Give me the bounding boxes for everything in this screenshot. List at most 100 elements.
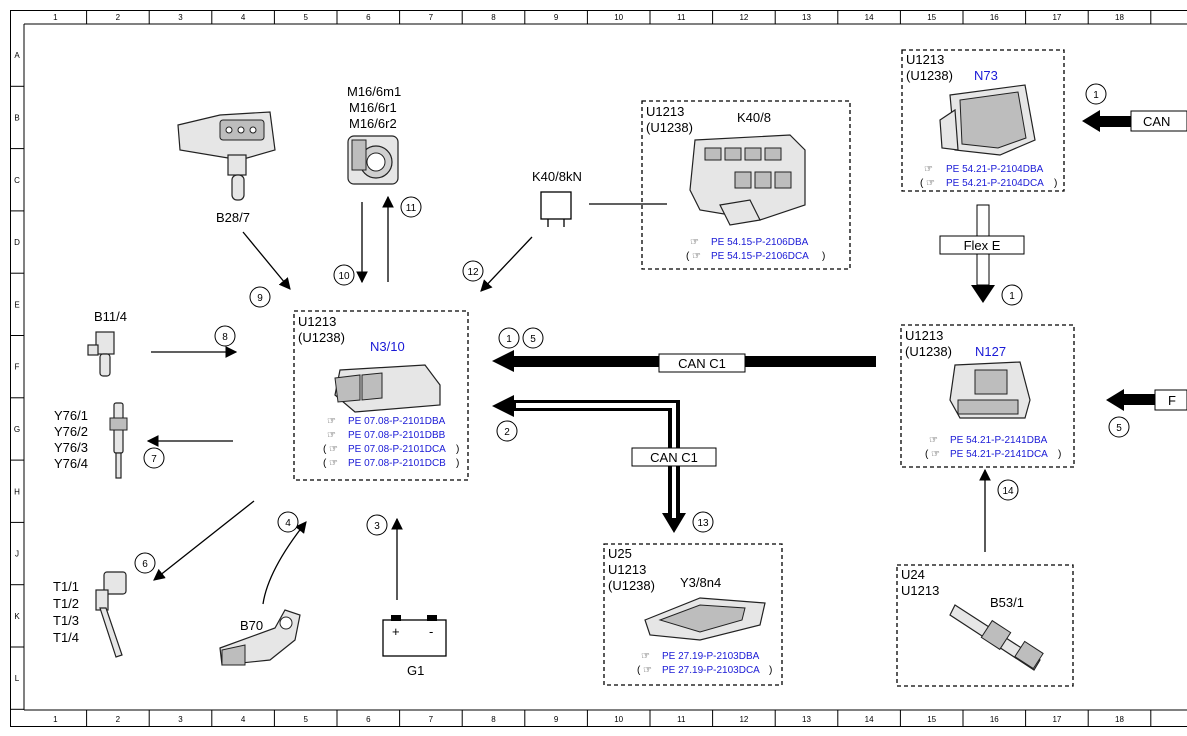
pointer-icon: ☞ (327, 416, 336, 427)
svg-text:): ) (456, 458, 459, 469)
row-label: H (14, 487, 20, 496)
k40-line-1: U1213 (646, 104, 684, 119)
y3-ref-1[interactable]: ☞ PE 27.19-P-2103DBA (641, 651, 760, 662)
sensor-b28-7[interactable]: B28/7 (177, 111, 276, 225)
column-label: 4 (241, 715, 246, 724)
k40-ref-2[interactable]: ( ☞ PE 54.15-P-2106DCA ) (686, 251, 825, 262)
relay-k40-8kn[interactable]: K40/8kN (532, 169, 667, 227)
component-b53-1[interactable]: U24 U1213 B53/1 (896, 564, 1074, 687)
marker-5-n3: 5 (522, 327, 544, 349)
column-label: 15 (927, 715, 936, 724)
svg-text:PE 07.08-P-2101DCA: PE 07.08-P-2101DCA (348, 444, 446, 455)
battery-minus: - (429, 624, 433, 639)
n73-line-1: U1213 (906, 52, 944, 67)
svg-text:7: 7 (151, 454, 157, 465)
can-c1-bottom-bus: CAN C1 (492, 395, 717, 533)
svg-text:(: ( (323, 444, 327, 455)
column-label: 10 (614, 715, 623, 724)
column-label: 10 (614, 13, 623, 22)
row-label: F (15, 363, 20, 372)
pointer-icon: ☞ (924, 164, 933, 175)
column-label: 1 (53, 715, 58, 724)
marker-13: 13 (692, 511, 714, 533)
column-label: 16 (990, 715, 999, 724)
ignition-coils-t1[interactable]: T1/1 T1/2 T1/3 T1/4 (53, 571, 127, 658)
column-label: 1 (53, 13, 58, 22)
column-label: 5 (303, 13, 308, 22)
svg-text:T1/3: T1/3 (53, 613, 79, 628)
sensor-b70[interactable]: B70 (219, 609, 301, 666)
svg-text:PE 54.15-P-2106DCA: PE 54.15-P-2106DCA (711, 251, 809, 262)
column-label: 6 (366, 715, 371, 724)
marker-2: 2 (496, 420, 518, 442)
battery-g1[interactable]: + - G1 (382, 615, 447, 678)
flex-e-label: Flex E (964, 238, 1001, 253)
column-label: 11 (677, 13, 686, 22)
n3-ref-1[interactable]: ☞ PE 07.08-P-2101DBA (327, 416, 446, 427)
marker-7: 7 (143, 447, 165, 469)
svg-text:): ) (769, 665, 772, 676)
column-label: 15 (927, 13, 936, 22)
svg-text:5: 5 (1116, 423, 1122, 434)
pointer-icon: ☞ (329, 444, 338, 455)
svg-text:(: ( (686, 251, 690, 262)
svg-text:Y76/3: Y76/3 (54, 440, 88, 455)
svg-text:M16/6r2: M16/6r2 (349, 116, 397, 131)
svg-text:PE 07.08-P-2101DBB: PE 07.08-P-2101DBB (348, 430, 446, 441)
row-label: L (15, 674, 20, 683)
pointer-icon: ☞ (692, 251, 701, 262)
component-n127[interactable]: U1213 (U1238) N127 ☞ PE 54.21-P-2141DBA … (900, 324, 1075, 468)
pointer-icon: ☞ (926, 178, 935, 189)
column-label: 14 (865, 715, 874, 724)
k40-8kn-label: K40/8kN (532, 169, 582, 184)
svg-text:Y76/4: Y76/4 (54, 456, 88, 471)
svg-text:Y76/2: Y76/2 (54, 424, 88, 439)
component-y3-8n4[interactable]: U25 U1213 (U1238) Y3/8n4 ☞ PE 27.19-P-21… (603, 543, 783, 686)
component-k40-8[interactable]: U1213 (U1238) K40/8 ☞ PE 54.15-P-2106DBA… (641, 100, 851, 270)
n3-ref-2[interactable]: ☞ PE 07.08-P-2101DBB (327, 430, 446, 441)
n73-ref-2[interactable]: ( ☞ PE 54.21-P-2104DCA ) (920, 178, 1057, 189)
b53-line-1: U24 (901, 567, 925, 582)
pointer-icon: ☞ (327, 430, 336, 441)
pointer-icon: ☞ (929, 435, 938, 446)
y3-code: Y3/8n4 (680, 575, 721, 590)
sensor-b11-4[interactable]: B11/4 (87, 309, 127, 377)
k40-ref-1[interactable]: ☞ PE 54.15-P-2106DBA (690, 237, 809, 248)
pointer-icon: ☞ (931, 449, 940, 460)
svg-text:T1/2: T1/2 (53, 596, 79, 611)
n127-ref-1[interactable]: ☞ PE 54.21-P-2141DBA (929, 435, 1048, 446)
n127-code: N127 (975, 344, 1006, 359)
svg-text:11: 11 (406, 203, 417, 214)
component-n73[interactable]: U1213 (U1238) N73 ☞ PE 54.21-P-2104DBA (… (901, 49, 1065, 192)
n73-ref-1[interactable]: ☞ PE 54.21-P-2104DBA (924, 164, 1044, 175)
svg-text:(: ( (637, 665, 641, 676)
b11-4-label: B11/4 (94, 309, 127, 324)
svg-text:T1/1: T1/1 (53, 579, 79, 594)
flex-bus-right: F (1106, 389, 1187, 411)
column-label: 12 (739, 715, 748, 724)
n127-ref-2[interactable]: ( ☞ PE 54.21-P-2141DCA ) (925, 449, 1061, 460)
n3-ref-3[interactable]: ( ☞ PE 07.08-P-2101DCA ) (323, 444, 459, 455)
n73-code: N73 (974, 68, 998, 83)
svg-text:M16/6r1: M16/6r1 (349, 100, 397, 115)
marker-3: 3 (366, 514, 388, 536)
column-label: 3 (178, 13, 183, 22)
column-label: 2 (116, 13, 121, 22)
marker-9: 9 (249, 286, 271, 308)
throttle-m16-6[interactable]: M16/6m1 M16/6r1 M16/6r2 (347, 84, 401, 185)
y3-ref-2[interactable]: ( ☞ PE 27.19-P-2103DCA ) (637, 665, 772, 676)
marker-1-flex: 1 (1001, 284, 1023, 306)
injectors-y76[interactable]: Y76/1 Y76/2 Y76/3 Y76/4 (54, 402, 128, 479)
arrow-9 (242, 231, 291, 290)
n3-ref-4[interactable]: ( ☞ PE 07.08-P-2101DCB ) (323, 458, 459, 469)
svg-text:1: 1 (506, 334, 512, 345)
svg-text:): ) (1058, 449, 1061, 460)
column-ticks: 1122334455667788991010111112121313141415… (53, 10, 1152, 726)
row-label: J (15, 550, 19, 559)
b53-code: B53/1 (990, 595, 1024, 610)
pointer-icon: ☞ (641, 651, 650, 662)
svg-text:PE 27.19-P-2103DBA: PE 27.19-P-2103DBA (662, 651, 760, 662)
component-n3-10[interactable]: U1213 (U1238) N3/10 ☞ PE 07.08-P-2101DBA… (293, 310, 469, 481)
arrow-4 (262, 521, 307, 605)
